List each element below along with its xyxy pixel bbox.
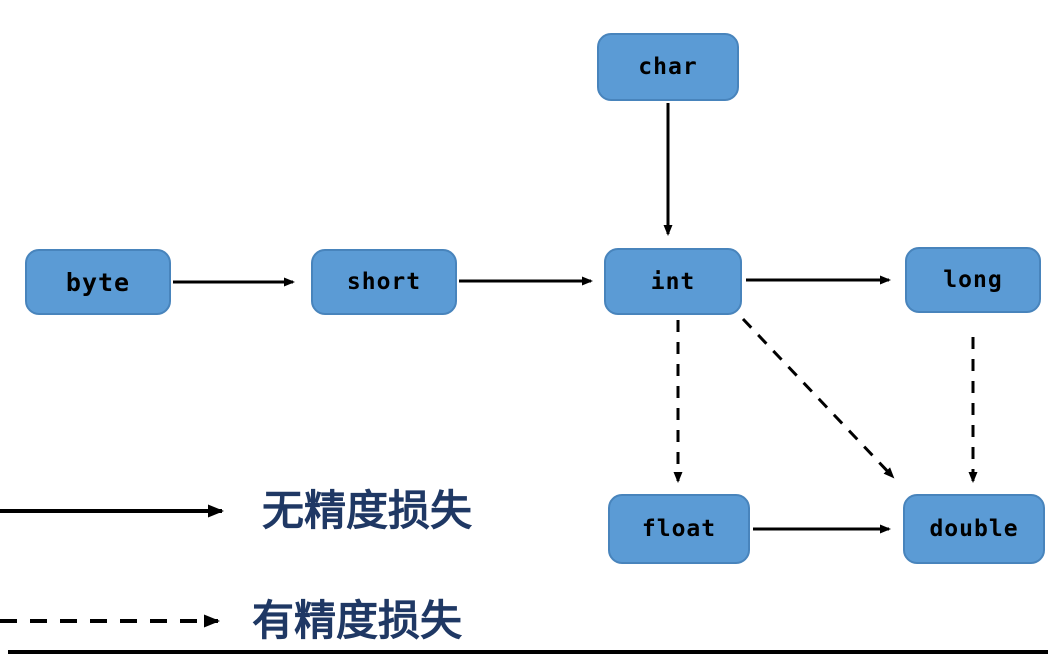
legend-solid-label: 无精度损失	[262, 486, 473, 535]
node-double: double	[903, 494, 1045, 564]
node-long: long	[905, 247, 1041, 313]
node-byte: byte	[25, 249, 171, 315]
node-short: short	[311, 249, 457, 315]
node-float: float	[608, 494, 750, 564]
node-int: int	[604, 248, 742, 315]
node-char: char	[597, 33, 739, 101]
legend-dashed-label: 有精度损失	[252, 596, 463, 645]
edge-int-double	[741, 317, 895, 479]
